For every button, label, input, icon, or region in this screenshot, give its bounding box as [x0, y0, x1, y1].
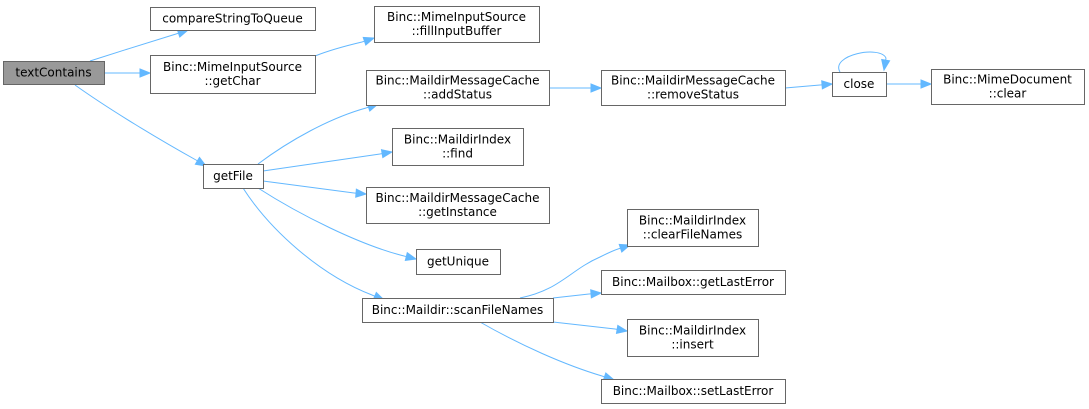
edge-tail [361, 40, 365, 43]
edge-scan-file-names-to-index-clear-file-names [519, 248, 619, 299]
node-mailbox-set-last-error[interactable]: Binc::Mailbox::setLastError [601, 379, 786, 404]
edge-tail [371, 294, 375, 297]
node-label: Binc::Mailbox::setLastError [613, 384, 774, 398]
node-label: ::clear [989, 87, 1027, 101]
node-label: ::getChar [204, 74, 260, 88]
node-box [203, 164, 264, 189]
node-label: getFile [213, 169, 253, 183]
node-index-insert[interactable]: Binc::MaildirIndex::insert [627, 319, 759, 357]
edge-get-file-to-scan-file-names [242, 187, 373, 296]
node-index-find[interactable]: Binc::MaildirIndex::find [392, 128, 524, 166]
node-box [832, 72, 887, 97]
node-label: Binc::MimeInputSource [163, 60, 302, 74]
node-box [931, 69, 1085, 105]
node-box [601, 70, 786, 106]
node-label: ::getInstance [418, 205, 497, 219]
node-label: Binc::MaildirIndex [639, 324, 746, 338]
node-box [601, 270, 786, 295]
node-mime-document-clear[interactable]: Binc::MimeDocument::clear [931, 69, 1085, 105]
node-cache-get-instance[interactable]: Binc::MaildirMessageCache::getInstance [366, 187, 550, 224]
node-mime-fill-input-buffer[interactable]: Binc::MimeInputSource::fillInputBuffer [374, 6, 540, 43]
node-box [601, 379, 786, 404]
node-box [150, 55, 316, 94]
edge-mime-get-char-to-mime-fill-input-buffer [314, 41, 363, 57]
node-label: ::addStatus [423, 88, 492, 102]
node-box [3, 61, 105, 85]
node-label: compareStringToQueue [162, 12, 303, 26]
edge-arrowhead [590, 289, 603, 299]
node-label: close [844, 77, 875, 91]
node-label: Binc::MimeDocument [943, 73, 1072, 87]
node-label: textContains [15, 66, 91, 80]
node-label: Binc::MaildirMessageCache [375, 74, 539, 88]
edge-tail [175, 32, 179, 35]
edge-tail [601, 375, 605, 378]
node-box [374, 6, 540, 43]
edge-arrowhead [404, 251, 418, 262]
edge-arrowhead [139, 68, 152, 78]
node-label: ::fillInputBuffer [412, 24, 502, 38]
node-index-clear-file-names[interactable]: Binc::MaildirIndex::clearFileNames [627, 209, 759, 247]
edge-arrowhead [355, 188, 368, 198]
node-label: Binc::Mailbox::getLastError [612, 275, 774, 289]
node-mailbox-get-last-error[interactable]: Binc::Mailbox::getLastError [601, 270, 786, 295]
edge-tail [403, 255, 407, 258]
node-text-contains[interactable]: textContains [3, 61, 105, 85]
node-cache-add-status[interactable]: Binc::MaildirMessageCache::addStatus [366, 70, 550, 106]
node-scan-file-names[interactable]: Binc::Maildir::scanFileNames [362, 298, 554, 323]
node-label: Binc::Maildir::scanFileNames [372, 303, 544, 317]
node-box [627, 319, 759, 357]
node-label: ::clearFileNames [643, 228, 742, 242]
edge-get-file-to-get-unique [257, 187, 405, 257]
edge-text-contains-to-get-file [74, 84, 197, 161]
node-box [366, 187, 550, 224]
edge-get-file-to-cache-add-status [257, 107, 367, 165]
node-box [392, 128, 524, 166]
node-label: Binc::MaildirMessageCache [611, 74, 775, 88]
node-mime-get-char[interactable]: Binc::MimeInputSource::getChar [150, 55, 316, 94]
edge-arrowhead [821, 80, 834, 90]
node-box [627, 209, 759, 247]
edge-cache-remove-status-to-close [784, 84, 821, 89]
edge-arrowhead [615, 324, 629, 334]
edge-tail [617, 247, 621, 250]
node-cache-remove-status[interactable]: Binc::MaildirMessageCache::removeStatus [601, 70, 786, 106]
edge-get-file-to-index-find [262, 153, 381, 172]
node-label: Binc::MaildirIndex [639, 214, 746, 228]
node-label: Binc::MimeInputSource [387, 10, 526, 24]
node-box [416, 249, 501, 275]
edge-text-contains-to-compare-string-to-queue [89, 33, 177, 62]
edge-arrowhead [881, 58, 891, 72]
node-label: ::find [442, 147, 473, 161]
node-label: Binc::MaildirIndex [404, 133, 511, 147]
node-box [362, 298, 554, 323]
node-label: getUnique [427, 255, 489, 269]
node-get-unique[interactable]: getUnique [416, 249, 501, 275]
node-compare-string-to-queue[interactable]: compareStringToQueue [150, 7, 316, 31]
node-label: ::insert [671, 338, 714, 352]
node-label: ::removeStatus [647, 88, 739, 102]
edge-get-file-to-cache-get-instance [262, 180, 355, 194]
node-box [150, 7, 316, 31]
edge-arrowhead [920, 79, 933, 89]
edge-scan-file-names-to-index-insert [552, 321, 616, 330]
edge-tail [195, 159, 198, 162]
edge-arrowhead [362, 36, 376, 46]
node-box [366, 70, 550, 106]
edge-scan-file-names-to-mailbox-set-last-error [479, 321, 603, 377]
edge-tail [365, 106, 369, 109]
edge-close-to-close [838, 51, 887, 73]
node-close[interactable]: close [832, 72, 887, 97]
node-get-file[interactable]: getFile [203, 164, 264, 189]
edge-arrowhead [590, 83, 603, 93]
node-label: Binc::MaildirMessageCache [375, 191, 539, 205]
edge-scan-file-names-to-mailbox-get-last-error [552, 293, 590, 299]
edge-arrowhead [380, 149, 394, 159]
